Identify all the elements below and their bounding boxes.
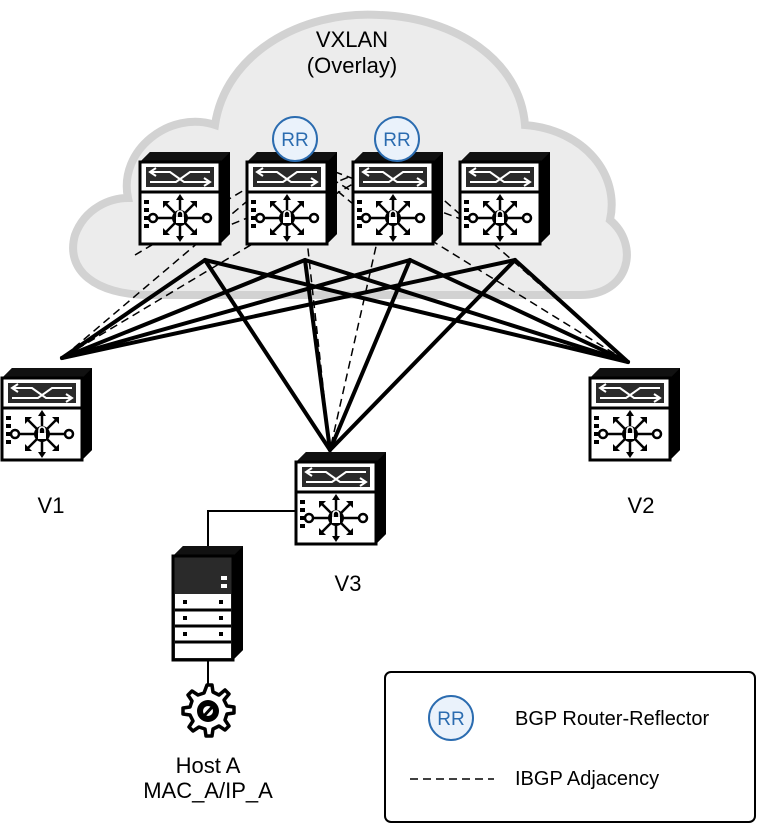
leaf-switch-v1 [0,366,94,462]
legend-rr-symbol-text: RR [437,709,464,730]
legend-rr-label: BGP Router-Reflector [515,708,709,730]
ibgp-line [297,157,491,231]
spine-switch-2 [245,150,339,246]
gear-icon [181,683,236,738]
link [328,258,517,452]
spine-switch-1 [138,150,232,246]
leaf-label-v3: V3 [335,571,362,596]
link [328,258,412,452]
link [203,258,332,452]
host-name: Host A [176,753,241,778]
leaf-switch-v3 [294,450,388,546]
legend-ibgp-label: IBGP Adjacency [515,768,659,790]
leaf-label-v1: V1 [38,493,65,518]
link [408,258,630,364]
leaf-label-v2: V2 [628,493,655,518]
host-address: MAC_A/IP_A [143,778,273,803]
link [513,258,630,364]
ibgp-line [329,157,397,451]
ibgp-line [204,157,397,236]
legend-rr-symbol [428,695,474,741]
host-server [171,544,245,662]
spine-switch-4 [458,150,552,246]
legend-box [384,671,756,823]
legend: RR BGP Router-Reflector IBGP Adjacency [384,671,756,823]
rr-badge-text: RR [281,130,308,151]
rr-badge-2: RR [374,116,420,162]
cloud-title: VXLAN [316,27,388,52]
link [60,258,207,360]
link [60,258,517,360]
host-uplink [207,510,296,548]
rr-badge-1: RR [272,116,318,162]
cloud-subtitle: (Overlay) [307,53,397,78]
link [203,258,630,364]
leaf-switch-v2 [588,366,682,462]
fabric-links [60,258,630,452]
rr-badge-text: RR [383,130,410,151]
link [303,258,332,452]
spine-switch-3 [351,150,445,246]
